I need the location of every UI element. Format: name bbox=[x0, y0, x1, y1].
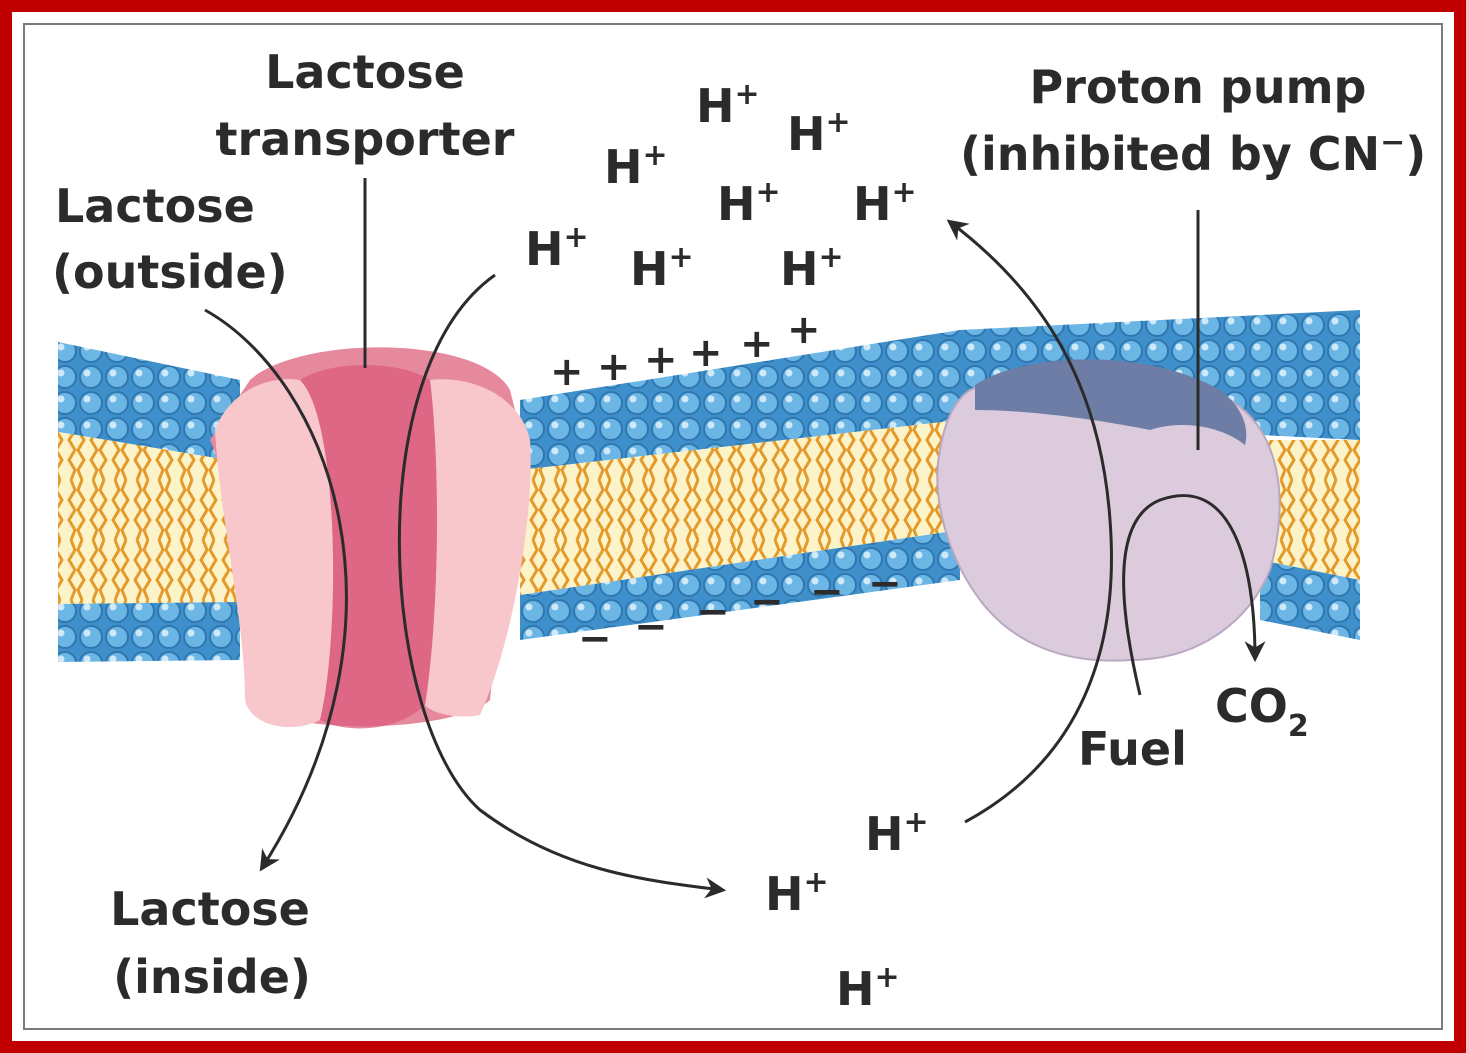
minus-sign: − bbox=[696, 589, 730, 635]
lactose-transporter-label-line2: transporter bbox=[216, 112, 515, 166]
lactose-outside-label-line2: (outside) bbox=[52, 245, 288, 299]
plus-sign: + bbox=[644, 337, 678, 383]
plus-sign: + bbox=[740, 321, 774, 367]
lactose-inside-label-line1: Lactose bbox=[110, 882, 310, 936]
proton-pump-label-line2: (inhibited by CN−) bbox=[960, 125, 1426, 181]
lactose-inside-label-line2: (inside) bbox=[113, 950, 311, 1004]
lactose-transporter-label-line1: Lactose bbox=[265, 45, 465, 99]
minus-sign: − bbox=[750, 579, 784, 625]
lactose-transporter-protein bbox=[210, 347, 531, 728]
minus-sign: − bbox=[810, 569, 844, 615]
plus-sign: + bbox=[787, 307, 821, 353]
plus-sign: + bbox=[689, 330, 723, 376]
plus-sign: + bbox=[597, 344, 631, 390]
proton-pump-label-line1: Proton pump bbox=[1030, 60, 1367, 114]
minus-sign: − bbox=[578, 616, 612, 662]
minus-sign: − bbox=[634, 604, 668, 650]
minus-sign: − bbox=[868, 561, 902, 607]
fuel-label: Fuel bbox=[1078, 722, 1187, 776]
plus-sign: + bbox=[550, 349, 584, 395]
membrane-left-segment bbox=[58, 342, 240, 662]
lactose-outside-label-line1: Lactose bbox=[55, 179, 255, 233]
